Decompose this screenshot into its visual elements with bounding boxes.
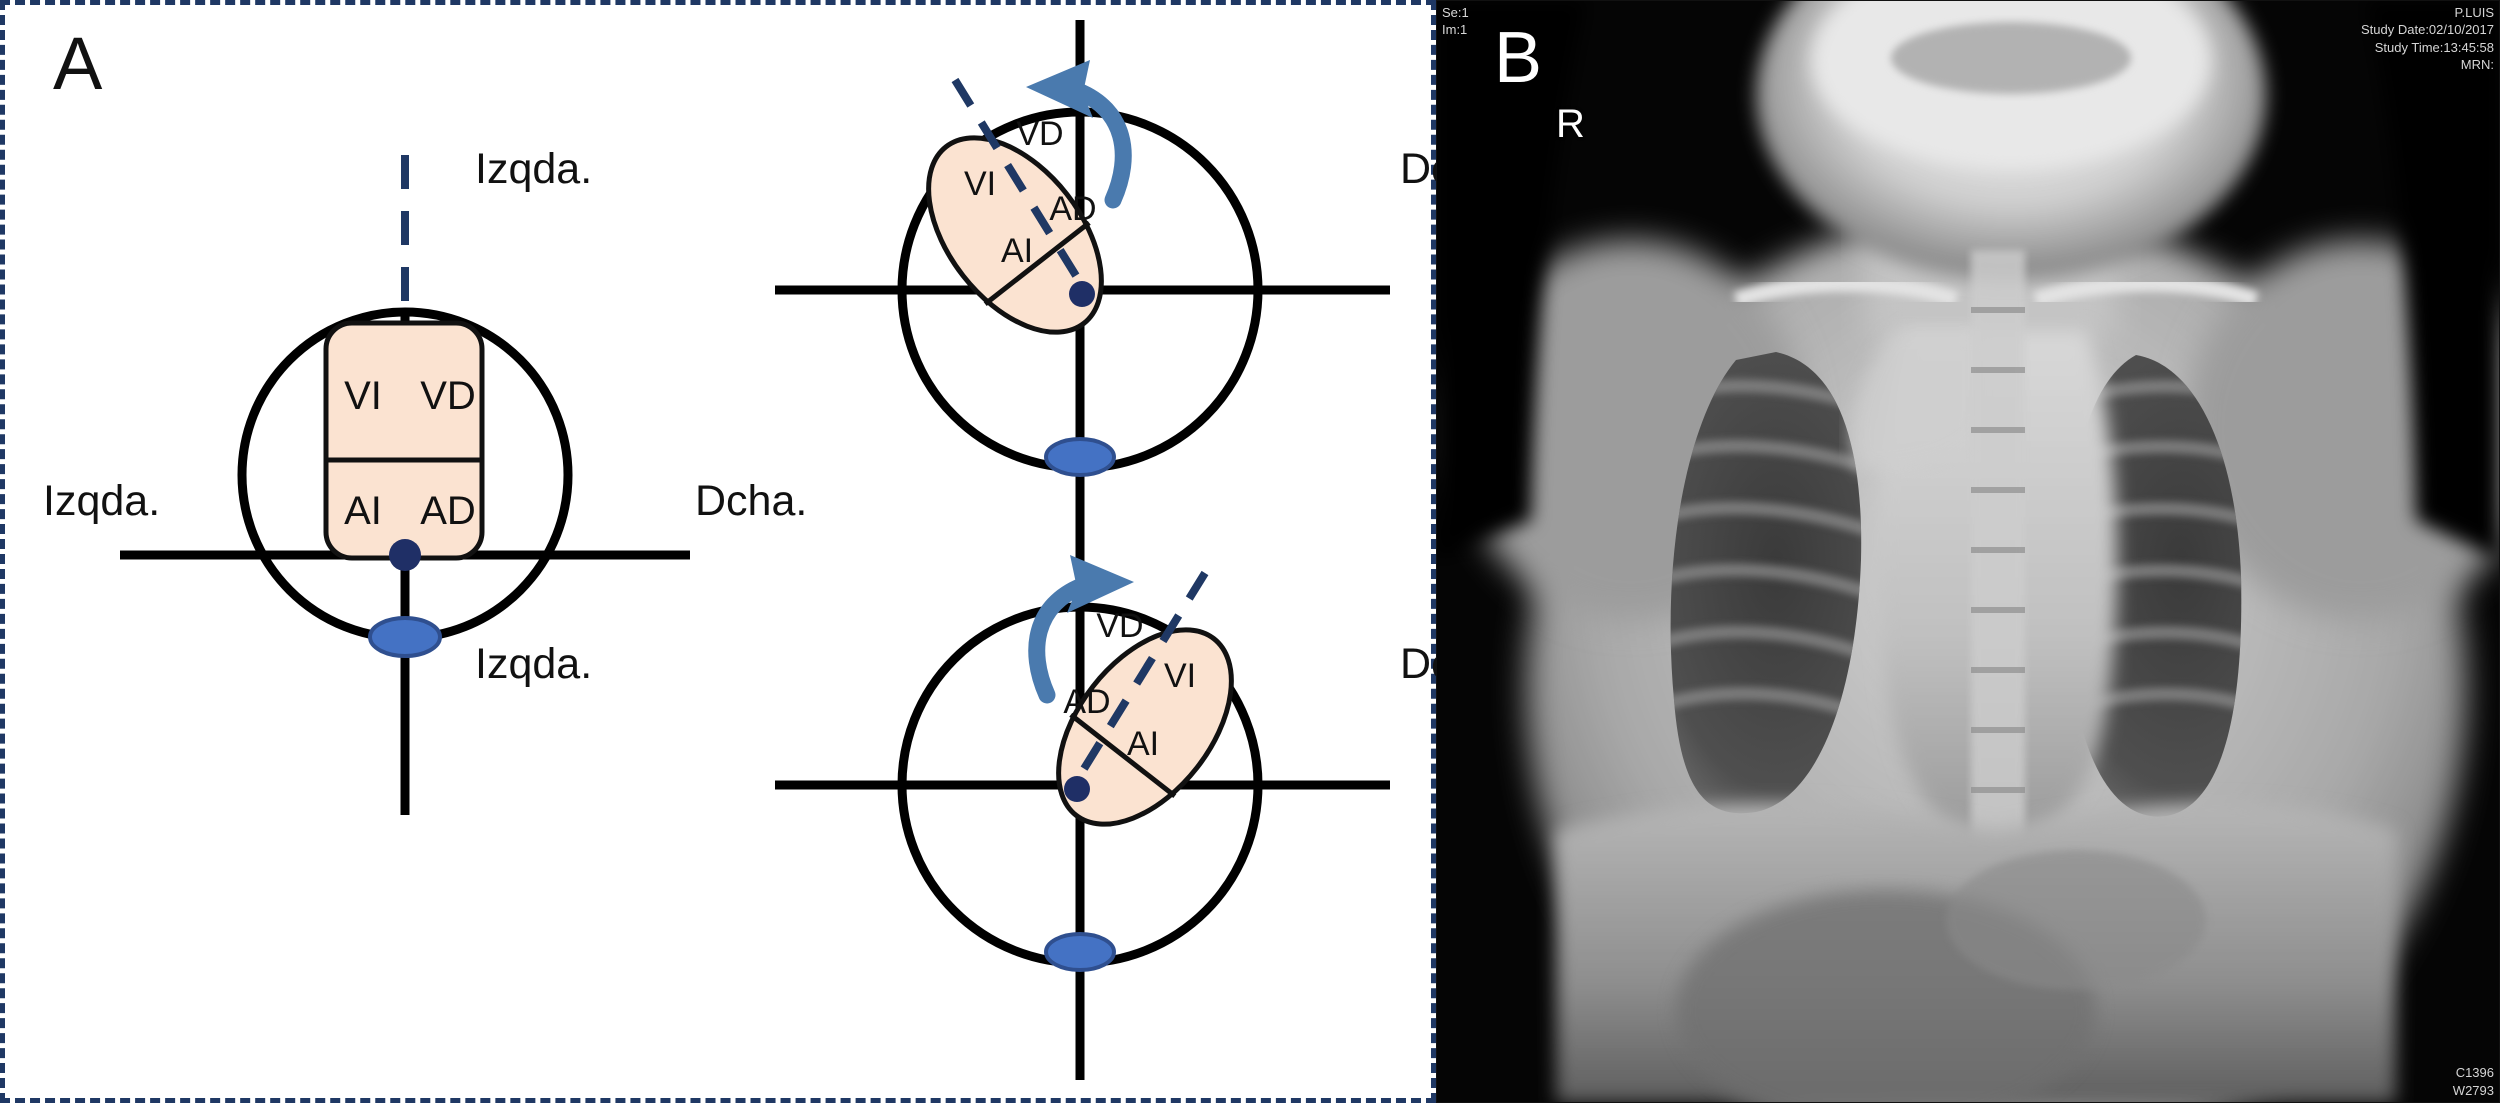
orientation-label-right: Dcha. xyxy=(1400,145,1441,193)
chamber-label-ai: AI xyxy=(344,489,382,533)
heart-outline xyxy=(926,135,1104,335)
panel-a: A xyxy=(0,0,1441,1103)
dicom-study-time: Study Time:13:45:58 xyxy=(2374,39,2494,55)
dicom-image-label: Im:1 xyxy=(1442,22,1468,38)
rotation-arrow-counterclockwise xyxy=(1026,60,1132,209)
panel-b-letter: B xyxy=(1494,18,1543,98)
dicom-patient-name: P.LUIS xyxy=(2454,5,2494,20)
laterality-marker-r: R xyxy=(1556,102,1585,146)
panel-b: B R Se:1 Im:1 P.LUIS Study Date:02/10/20… xyxy=(1436,0,2500,1103)
apex-marker-dot xyxy=(1069,281,1095,307)
rotation-arrow-clockwise xyxy=(1028,555,1134,704)
av-groove-line xyxy=(983,220,1091,306)
chamber-label-vd: VD xyxy=(420,374,476,418)
stomach-bubble xyxy=(1044,932,1116,972)
chamber-label-ai: AI xyxy=(1127,725,1159,763)
chamber-label-ai: AI xyxy=(1001,232,1033,270)
apex-marker-dot xyxy=(389,539,421,571)
dicom-overlay-top-left: Se:1 Im:1 xyxy=(1442,4,1469,38)
dicom-window-center: C1396 xyxy=(2455,1065,2494,1081)
dicom-series-label: Se:1 xyxy=(1442,5,1469,20)
diagram-normal-levocardia: VI VD AI AD Izqda. Dcha. xyxy=(43,155,807,815)
dicom-window-width: W2793 xyxy=(2452,1082,2494,1098)
dicom-overlay-top-right: P.LUIS Study Date:02/10/2017 Study Time:… xyxy=(2361,4,2494,74)
diagram-rotation-counterclockwise: VD VI AD AI Izqda. Dcha. xyxy=(475,20,1441,545)
panel-a-diagrams: VI VD AI AD Izqda. Dcha. xyxy=(43,20,1441,1080)
orientation-label-right: Dcha. xyxy=(1400,640,1441,688)
heart-outline xyxy=(1056,627,1234,827)
orientation-label-left: Izqda. xyxy=(43,477,160,525)
av-groove-line xyxy=(1069,712,1177,798)
cardiac-axis-dashed xyxy=(951,77,1095,303)
dicom-mrn: MRN: xyxy=(2460,57,2494,73)
apex-marker-dot xyxy=(1064,776,1090,802)
chamber-label-ad: AD xyxy=(1049,190,1096,228)
panel-a-letter: A xyxy=(53,22,103,105)
orientation-label-left: Izqda. xyxy=(475,145,592,193)
heart-group xyxy=(926,135,1104,335)
chamber-label-vd: VD xyxy=(1016,115,1063,153)
chamber-label-vi: VI xyxy=(344,374,382,418)
cardiac-axis-dashed xyxy=(1065,570,1209,796)
orientation-label-right: Dcha. xyxy=(695,477,807,525)
diagram-rotation-clockwise: VD VI AD AI Izqda. Dcha. xyxy=(475,517,1441,1080)
chamber-label-ad: AD xyxy=(1063,683,1110,721)
panel-a-content: A xyxy=(5,5,1441,1098)
chamber-label-vd: VD xyxy=(1096,607,1143,645)
chamber-label-vi: VI xyxy=(964,165,996,203)
chamber-label-ad: AD xyxy=(420,489,476,533)
dicom-study-date: Study Date:02/10/2017 xyxy=(2361,22,2494,38)
stomach-bubble xyxy=(368,616,442,658)
orientation-label-left: Izqda. xyxy=(475,640,592,688)
dicom-overlay-bottom-right: C1396 W2793 xyxy=(2453,1064,2494,1099)
chamber-label-vi: VI xyxy=(1164,657,1196,695)
chest-radiograph-image xyxy=(1436,0,2500,1103)
stomach-bubble xyxy=(1044,437,1116,477)
heart-group xyxy=(1056,627,1234,827)
